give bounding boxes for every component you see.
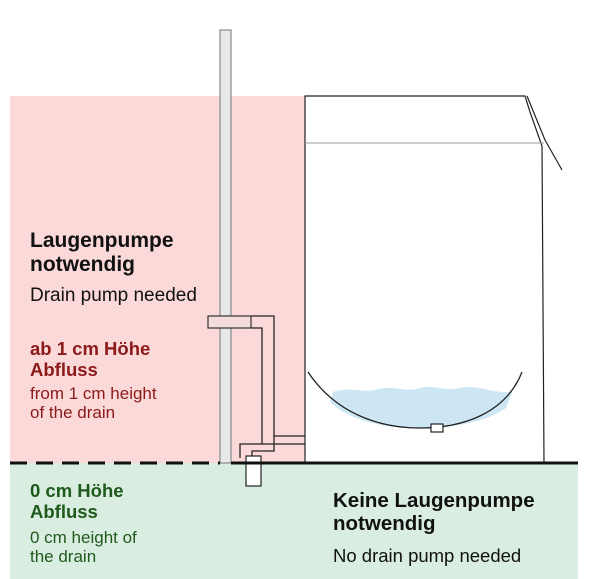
subtitle-line: the drain: [30, 547, 97, 567]
floor-drain-hose: [239, 436, 275, 458]
zero-height-title: 0 cm Höhe Abfluss: [30, 480, 124, 522]
drum-outlet: [430, 423, 444, 433]
from-height-title: ab 1 cm Höhe Abfluss: [30, 338, 151, 380]
standpipe-connector: [207, 315, 252, 329]
heading-line: Keine Laugenpumpe: [333, 489, 535, 512]
title-line: Abfluss: [30, 358, 98, 380]
washing-machine-lid: [526, 95, 563, 171]
title-line: Abfluss: [30, 500, 98, 522]
heading-line: notwendig: [333, 511, 436, 535]
drum-water: [330, 386, 512, 428]
heading-line: notwendig: [30, 252, 135, 276]
heading-line: Laugenpumpe: [30, 229, 174, 252]
drain-pump-needed-zone: [10, 96, 305, 463]
subtitle-line: 0 cm height of: [30, 528, 137, 547]
no-drain-pump-heading: Keine Laugenpumpe notwendig: [333, 489, 535, 536]
title-line: ab 1 cm Höhe: [30, 338, 151, 359]
subtitle-line: from 1 cm height: [30, 384, 157, 403]
washing-machine-drum: [307, 371, 523, 429]
washing-machine-body: [304, 95, 545, 464]
floor-drain-pipe: [245, 455, 262, 487]
zero-height-subtitle: 0 cm height of the drain: [30, 528, 137, 566]
drain-pump-needed-subtitle: Drain pump needed: [30, 285, 197, 306]
no-drain-pump-zone: [10, 463, 578, 579]
subtitle-line: of the drain: [30, 403, 116, 423]
from-height-subtitle: from 1 cm height of the drain: [30, 384, 157, 422]
standpipe: [219, 29, 232, 464]
drain-pump-needed-heading: Laugenpumpe notwendig: [30, 229, 174, 276]
title-line: 0 cm Höhe: [30, 480, 124, 501]
no-drain-pump-subtitle: No drain pump needed: [333, 545, 522, 566]
